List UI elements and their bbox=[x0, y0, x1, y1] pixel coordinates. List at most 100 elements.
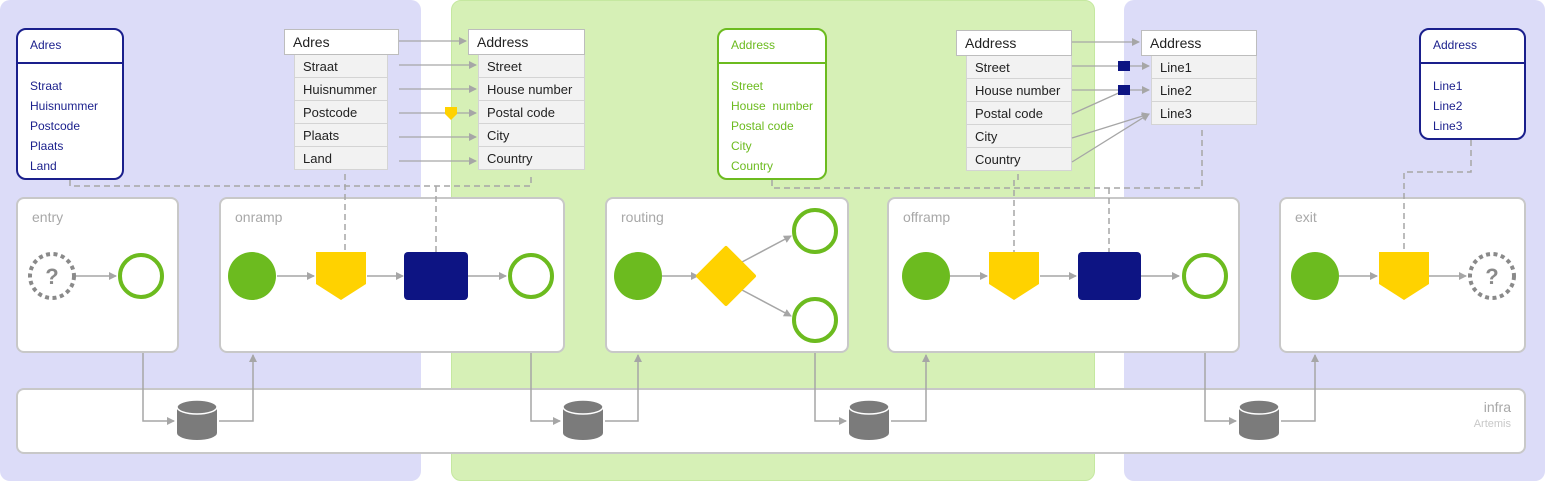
stage-label: onramp bbox=[235, 209, 283, 225]
entity-field: Land bbox=[30, 159, 57, 173]
merge-marker-icon bbox=[1118, 61, 1130, 71]
entity-title: Adres bbox=[30, 38, 62, 52]
table-row: Line1 bbox=[1151, 56, 1257, 79]
mapping-arrow bbox=[1071, 112, 1150, 139]
flow-arrow bbox=[741, 235, 792, 263]
entity-divider bbox=[719, 62, 825, 64]
entity-field: Line2 bbox=[1433, 99, 1463, 113]
table-row: Land bbox=[294, 147, 388, 170]
end-event-icon bbox=[1182, 253, 1228, 299]
dashed-link bbox=[1013, 174, 1019, 252]
table-row: Street bbox=[478, 55, 585, 78]
table-row: Postal code bbox=[966, 102, 1072, 125]
transform-marker-icon bbox=[445, 107, 457, 120]
dashed-links bbox=[69, 126, 1472, 252]
end-event-icon bbox=[792, 208, 838, 254]
enrich-icon bbox=[1078, 252, 1141, 300]
infra-link bbox=[530, 353, 561, 425]
infra-link bbox=[219, 354, 257, 422]
stage-label: routing bbox=[621, 209, 664, 225]
infra-link bbox=[1204, 353, 1237, 425]
mapping-table-offramp-source: Address Street House number Postal code … bbox=[956, 30, 1072, 171]
table-row: Line3 bbox=[1151, 102, 1257, 125]
gateway-icon bbox=[696, 246, 756, 306]
table-row: Straat bbox=[294, 55, 388, 78]
enrich-icon bbox=[404, 252, 468, 300]
start-event-icon bbox=[228, 252, 276, 300]
start-event-icon bbox=[1291, 252, 1339, 300]
entity-field: Straat bbox=[30, 79, 63, 93]
infra-link bbox=[891, 354, 930, 422]
entity-field: City bbox=[731, 139, 752, 153]
table-row: Country bbox=[478, 147, 585, 170]
flow-arrow bbox=[741, 289, 792, 317]
infra-links bbox=[142, 353, 1319, 425]
infra-link bbox=[1281, 354, 1319, 422]
end-event-icon bbox=[508, 253, 554, 299]
entity-field: House number bbox=[731, 99, 814, 113]
mapping-arrows-onramp bbox=[399, 37, 477, 165]
infra-link bbox=[605, 354, 642, 422]
table-header: Address bbox=[1141, 30, 1257, 56]
infra-subtitle: Artemis bbox=[1473, 418, 1511, 430]
table-row: Postcode bbox=[294, 101, 388, 124]
dashed-link bbox=[771, 126, 1203, 189]
flow-arrows bbox=[76, 235, 1467, 317]
transform-icon bbox=[316, 252, 366, 300]
entity-card-adres: Adres Straat Huisnummer Postcode Plaats … bbox=[16, 28, 124, 180]
database-icon bbox=[562, 399, 604, 440]
merge-marker-icon bbox=[1118, 85, 1130, 95]
transform-icon bbox=[1379, 252, 1429, 300]
table-row: House number bbox=[478, 78, 585, 101]
dashed-link bbox=[1403, 140, 1472, 252]
table-row: Plaats bbox=[294, 124, 388, 147]
transform-icon bbox=[989, 252, 1039, 300]
table-row: Street bbox=[966, 56, 1072, 79]
stage-label: exit bbox=[1295, 209, 1317, 225]
entity-field: Street bbox=[731, 79, 764, 93]
mapping-arrow bbox=[1071, 90, 1124, 115]
table-row: City bbox=[478, 124, 585, 147]
entity-field: Line3 bbox=[1433, 119, 1463, 133]
entity-field: Line1 bbox=[1433, 79, 1463, 93]
database-icon bbox=[1238, 399, 1280, 440]
table-header: Adres bbox=[284, 29, 399, 55]
database-icon bbox=[848, 399, 890, 440]
unknown-source-icon bbox=[28, 252, 76, 300]
start-event-icon bbox=[902, 252, 950, 300]
entity-card-address-target: Address Line1 Line2 Line3 bbox=[1419, 28, 1526, 140]
entity-field: Plaats bbox=[30, 139, 64, 153]
entity-title: Address bbox=[1433, 38, 1478, 52]
start-event-icon bbox=[614, 252, 662, 300]
infra-title: infra bbox=[1483, 399, 1511, 415]
table-header: Address bbox=[956, 30, 1072, 56]
infra-link bbox=[814, 353, 847, 425]
entity-field: Country bbox=[731, 159, 774, 173]
mapping-arrows-offramp bbox=[1071, 38, 1150, 163]
entity-divider bbox=[18, 62, 122, 64]
stage-label: offramp bbox=[903, 209, 951, 225]
unknown-glyph: ? bbox=[45, 264, 58, 289]
mapping-table-offramp-target: Address Line1 Line2 Line3 bbox=[1141, 30, 1257, 125]
entity-title: Address bbox=[731, 38, 776, 52]
mapping-table-onramp-target: Address Street House number Postal code … bbox=[468, 29, 585, 170]
entity-field: Postal code bbox=[731, 119, 794, 133]
stage-onramp: onramp bbox=[219, 197, 565, 353]
table-row: Postal code bbox=[478, 101, 585, 124]
table-row: Country bbox=[966, 148, 1072, 171]
table-row: Line2 bbox=[1151, 79, 1257, 102]
table-row: City bbox=[966, 125, 1072, 148]
entity-card-address-canonical: Address Street House number Postal code … bbox=[717, 28, 827, 180]
table-row: House number bbox=[966, 79, 1072, 102]
table-row: Huisnummer bbox=[294, 78, 388, 101]
database-icon bbox=[176, 399, 218, 440]
infra-link bbox=[142, 353, 175, 425]
dashed-link bbox=[69, 174, 532, 187]
table-header: Address bbox=[468, 29, 585, 55]
end-event-icon bbox=[792, 297, 838, 343]
mapping-table-onramp-source: Adres Straat Huisnummer Postcode Plaats … bbox=[284, 29, 399, 170]
unknown-glyph: ? bbox=[1485, 264, 1498, 289]
mapping-arrow bbox=[1071, 113, 1150, 163]
end-event-icon bbox=[118, 253, 164, 299]
